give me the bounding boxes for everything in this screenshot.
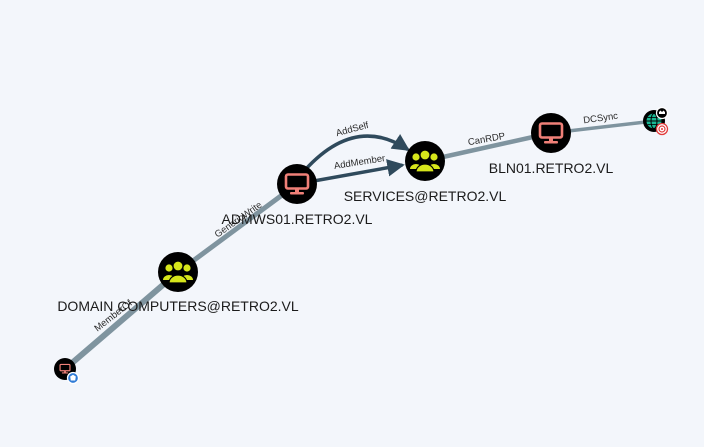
edge-memberof[interactable]: MemberOf (62, 269, 181, 372)
node-domain[interactable] (643, 106, 669, 136)
edge-line[interactable] (62, 269, 181, 372)
node-circle[interactable] (405, 141, 445, 181)
node-label: BLN01.RETRO2.VL (489, 160, 614, 176)
edge-label: DCSync (583, 111, 619, 127)
target-badge-icon (655, 122, 669, 136)
computer-icon (284, 173, 310, 195)
edges-layer: MemberOfGenericWriteAddSelfAddMemberCanR… (62, 111, 656, 372)
tier-zero-badge-icon (655, 106, 669, 120)
node-label: DOMAIN COMPUTERS@RETRO2.VL (57, 298, 299, 314)
nodes-layer: DOMAIN COMPUTERS@RETRO2.VL ADMWS01.RETRO2… (54, 106, 669, 385)
owned-badge-icon (66, 371, 80, 385)
node-admws01[interactable]: ADMWS01.RETRO2.VL (222, 164, 373, 227)
node-label: ADMWS01.RETRO2.VL (222, 211, 373, 227)
edge-line[interactable] (422, 130, 554, 164)
node-label: SERVICES@RETRO2.VL (344, 188, 507, 204)
computer-icon (59, 363, 71, 374)
group-icon (163, 260, 193, 284)
node-workstation[interactable] (54, 358, 80, 385)
group-icon (410, 149, 440, 173)
edge-genericwrite[interactable]: GenericWrite (175, 181, 300, 275)
node-bln01[interactable]: BLN01.RETRO2.VL (489, 113, 614, 176)
node-circle[interactable] (277, 164, 317, 204)
node-circle[interactable] (158, 252, 198, 292)
node-circle[interactable] (531, 113, 571, 153)
edge-line[interactable] (175, 181, 300, 275)
node-domain-computers[interactable]: DOMAIN COMPUTERS@RETRO2.VL (57, 252, 299, 314)
computer-icon (538, 122, 564, 144)
node-services[interactable]: SERVICES@RETRO2.VL (344, 141, 507, 204)
edge-line[interactable] (303, 134, 410, 172)
edge-canrdp[interactable]: CanRDP (422, 130, 554, 164)
